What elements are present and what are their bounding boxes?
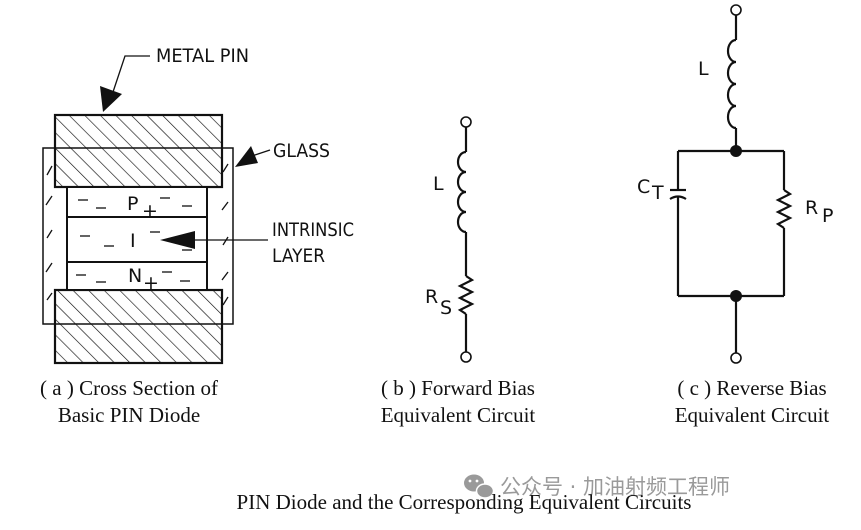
glass-label: GLASS — [273, 140, 330, 162]
glass-arrow — [235, 146, 258, 167]
watermark-text: 公众号 · 加油射频工程师 — [500, 475, 730, 499]
caption-c-line1: ( c ) Reverse Bias — [677, 376, 826, 400]
glass-leader — [251, 149, 271, 157]
metal-pin-arrow — [100, 86, 122, 112]
resistor-zigzag — [457, 275, 475, 315]
intrinsic-layer-label: I — [130, 230, 136, 252]
resistor-label: R — [425, 286, 438, 308]
p-layer-label: P — [127, 193, 138, 215]
p-layer — [66, 186, 208, 218]
caption-b-line2: Equivalent Circuit — [381, 403, 536, 427]
wechat-icon — [464, 474, 495, 499]
intrinsic-label-line2: LAYER — [272, 245, 325, 267]
junction-dot-top — [730, 145, 742, 157]
caption-c-line2: Equivalent Circuit — [675, 403, 830, 427]
metal-pin-top — [53, 113, 224, 189]
figure-caption: PIN Diode and the Corresponding Equivale… — [237, 490, 692, 514]
p-layer-sign: + — [142, 200, 158, 222]
resistor-subscript: S — [440, 297, 452, 319]
terminal-top — [730, 4, 742, 16]
capacitor-subscript: T — [651, 182, 664, 204]
capacitor-plate-bottom — [669, 195, 687, 200]
caption-a-line1: ( a ) Cross Section of — [40, 376, 218, 400]
n-layer-label: N — [128, 265, 142, 287]
resistor-label: R — [805, 197, 818, 219]
n-layer — [66, 261, 208, 291]
terminal-bottom — [730, 352, 742, 364]
junction-dot-bottom — [730, 290, 742, 302]
glass-texture — [45, 163, 229, 306]
inductor-coil — [726, 38, 737, 130]
metal-pin-label: METAL PIN — [156, 45, 249, 67]
watermark: 公众号 · 加油射频工程师 — [464, 474, 730, 499]
caption-b-line1: ( b ) Forward Bias — [381, 376, 535, 400]
cross-section-panel: P + I N + METAL PIN GLASS INTRINSIC LAYE… — [40, 45, 354, 427]
capacitor-label: C — [637, 176, 650, 198]
layer-texture — [76, 197, 192, 283]
inductor-coil — [456, 150, 467, 234]
inductor-label: L — [433, 173, 444, 195]
terminal-bottom — [460, 351, 472, 363]
inductor-label: L — [698, 58, 709, 80]
terminal-top — [460, 116, 472, 128]
resistor-subscript: P — [822, 205, 833, 227]
forward-bias-circuit: L R S ( b ) Forward Bias Equivalent Circ… — [381, 116, 536, 427]
metal-pin-bottom — [53, 288, 224, 365]
resistor-zigzag — [775, 189, 793, 229]
intrinsic-label-line1: INTRINSIC — [272, 219, 354, 241]
n-layer-sign: + — [143, 272, 159, 294]
reverse-bias-circuit: L C T R P ( c ) Reverse Bias Equivalent … — [637, 4, 833, 427]
caption-a-line2: Basic PIN Diode — [58, 403, 200, 427]
intrinsic-arrow — [160, 231, 195, 249]
metal-pin-leader — [111, 55, 150, 96]
